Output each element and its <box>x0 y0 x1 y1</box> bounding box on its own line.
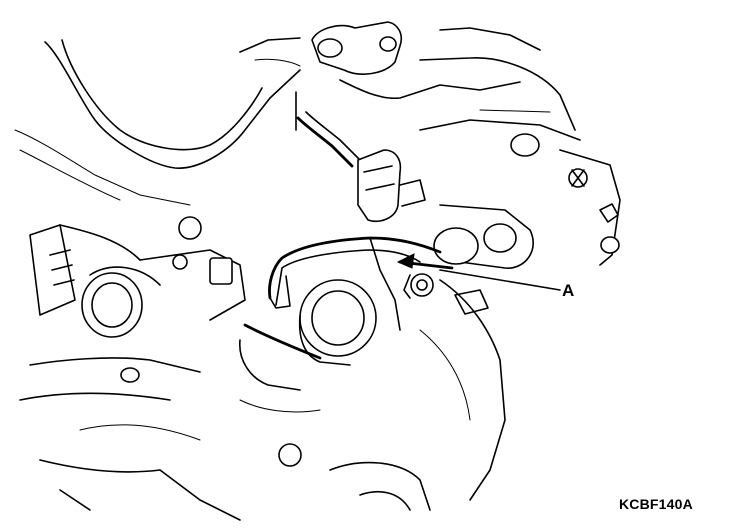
callout-label-a: A <box>562 281 575 300</box>
hose <box>295 91 361 168</box>
bolt-a <box>403 273 434 299</box>
upper-components <box>311 21 581 157</box>
left-fitting <box>29 216 246 338</box>
rotation-arrow <box>396 253 454 270</box>
lower-housing <box>19 339 431 521</box>
bracket-a <box>268 236 442 331</box>
pipe-opening <box>243 279 377 366</box>
figure-code: KCBF140A <box>619 496 693 512</box>
left-housing-outline <box>14 37 301 206</box>
callout-leader-line <box>439 269 561 291</box>
sensor-connector <box>357 149 426 222</box>
right-housing <box>419 149 621 501</box>
